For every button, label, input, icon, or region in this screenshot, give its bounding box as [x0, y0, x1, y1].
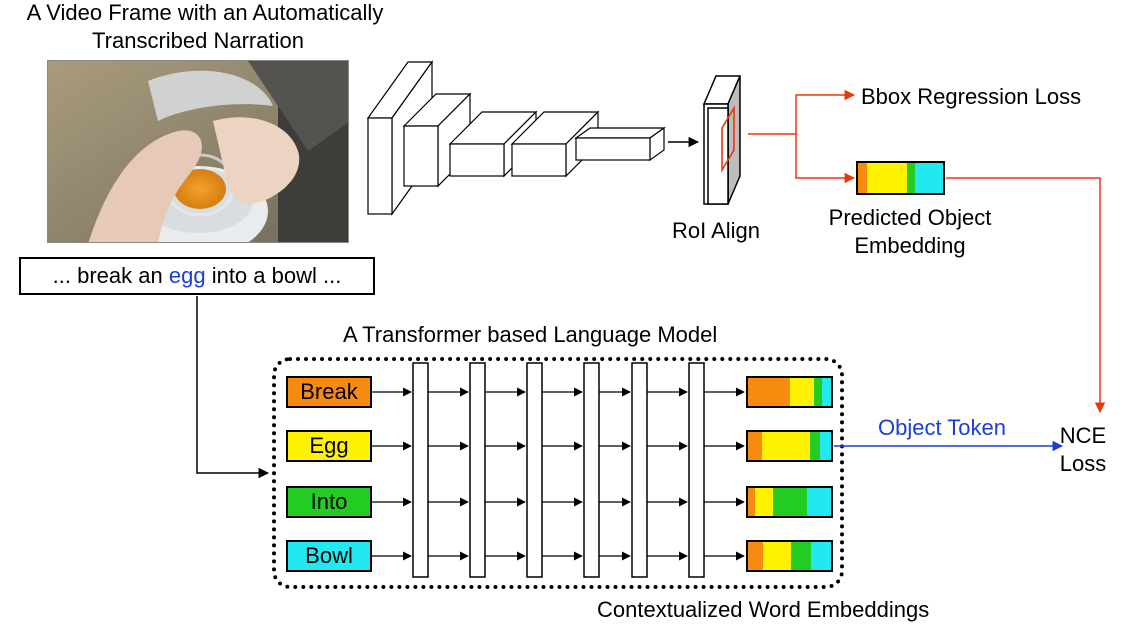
roi-align-slab — [702, 75, 742, 205]
roi-align-label: RoI Align — [671, 218, 761, 243]
transformer-container — [272, 357, 844, 589]
token-egg: Egg — [286, 430, 372, 462]
narration-to-transformer-arrow — [196, 296, 270, 479]
narration-suffix: into a bowl ... — [205, 263, 342, 288]
narration-box: ... break an egg into a bowl ... — [19, 257, 375, 295]
context-embedding-egg — [746, 430, 833, 462]
transformer-layers — [412, 362, 705, 578]
context-embedding-into — [746, 486, 833, 518]
token-into: Into — [286, 486, 372, 518]
predicted-embedding-label-line1: Predicted Object — [828, 205, 992, 230]
token-break: Break — [286, 376, 372, 408]
figure-title-line1: A Video Frame with an Automatically — [26, 0, 384, 25]
bbox-regression-loss-label: Bbox Regression Loss — [861, 84, 1082, 109]
context-embedding-bowl — [746, 540, 833, 572]
narration-prefix: ... break an — [52, 263, 169, 288]
narration-highlight-word: egg — [168, 263, 206, 288]
contextualized-embeddings-label: Contextualized Word Embeddings — [597, 597, 930, 622]
predicted-embedding-bar — [856, 161, 945, 195]
predicted-embedding-label-line2: Embedding — [854, 233, 966, 258]
transformer-label: A Transformer based Language Model — [343, 322, 718, 347]
cnn-backbone — [366, 60, 666, 216]
video-frame-image — [47, 60, 349, 243]
nce-label-line2: Loss — [1059, 451, 1107, 476]
context-embedding-break — [746, 376, 833, 408]
roi-output-arrows — [748, 89, 1106, 414]
layer-arrows — [372, 387, 745, 561]
video-frame-drawing — [48, 61, 348, 242]
nce-label-line1: NCE — [1059, 423, 1107, 448]
token-bowl: Bowl — [286, 540, 372, 572]
object-token-label: Object Token — [878, 415, 1007, 440]
figure-title-line2: Transcribed Narration — [92, 28, 304, 53]
